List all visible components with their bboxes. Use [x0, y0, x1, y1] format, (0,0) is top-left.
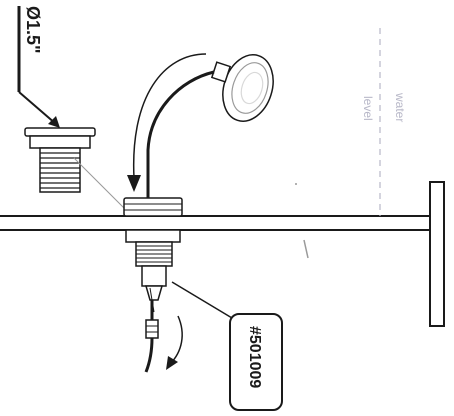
svg-text:water: water — [393, 92, 407, 122]
install-motion-arrow — [132, 53, 207, 179]
air-button — [210, 54, 274, 122]
part-leader — [171, 281, 233, 319]
rotation-arrowhead — [166, 356, 178, 370]
rotation-arrow — [169, 315, 183, 365]
water-level-label: water level — [361, 92, 407, 122]
tub-surface — [0, 215, 430, 231]
dust-mark — [295, 183, 297, 185]
part-number-label: #501009 — [246, 326, 263, 388]
part-number-box — [229, 313, 283, 411]
diameter-label: Ø1.5" — [23, 6, 43, 54]
diameter-leader — [18, 91, 57, 125]
surface-mark — [303, 239, 309, 259]
svg-text:level: level — [361, 96, 375, 121]
install-arrowhead — [127, 175, 141, 192]
loose-fitting — [24, 127, 131, 215]
air-hose — [146, 70, 215, 198]
installed-fitting — [123, 197, 183, 373]
tub-wall — [429, 181, 445, 327]
diameter-arrowhead — [48, 116, 60, 128]
diameter-callout: Ø1.5" — [17, 6, 60, 128]
